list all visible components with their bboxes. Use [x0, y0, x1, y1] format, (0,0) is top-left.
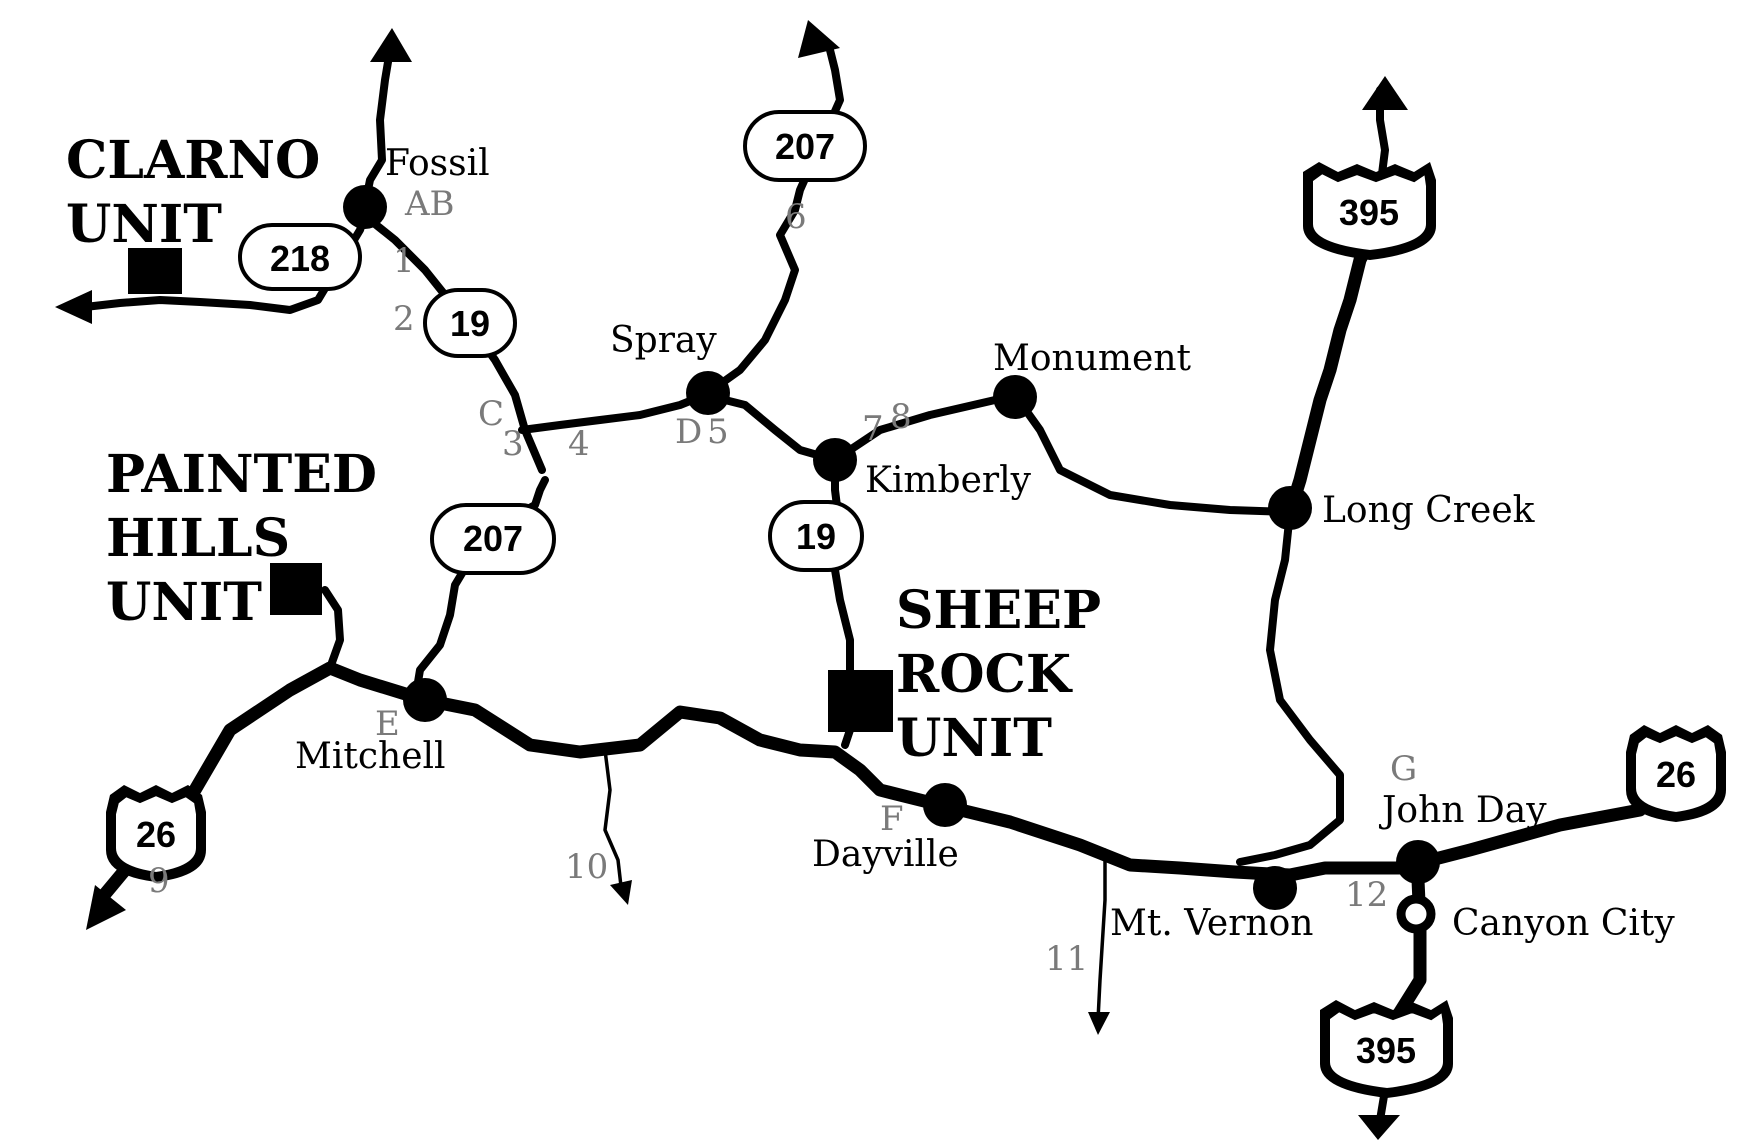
spur-11-road — [1096, 848, 1107, 1022]
arrow-southwest-us-26-icon — [86, 885, 126, 930]
sheep-rock-unit-square-icon — [828, 670, 893, 732]
fossil-label: Fossil — [385, 143, 490, 184]
town-markers — [343, 185, 1440, 934]
hwy-207-south-shield: 207 — [430, 503, 556, 575]
arrow-north-hwy-19-icon — [370, 28, 412, 62]
hwy-207-north-label: 207 — [775, 126, 835, 167]
painted-hills-spur-road — [321, 586, 344, 672]
marker-9: 9 — [148, 861, 170, 901]
long-creek-to-mt-vernon-road — [1236, 508, 1344, 866]
us-395-north-shield: 395 — [1303, 162, 1436, 260]
john-day-label: John Day — [1378, 790, 1547, 831]
monument-label: Monument — [993, 338, 1192, 379]
marker-4: 4 — [568, 424, 590, 464]
hwy-218-label: 218 — [270, 238, 330, 279]
town-labels: Fossil Spray Monument Kimberly Long Cree… — [295, 143, 1675, 944]
hwy-19-north-from-fossil-road — [361, 46, 394, 209]
kimberly-label: Kimberly — [865, 460, 1032, 501]
mitchell-dot-icon — [403, 678, 447, 722]
hwy-19-north-label: 19 — [450, 303, 490, 344]
marker-5: 5 — [707, 412, 729, 452]
marker-f: F — [880, 799, 904, 839]
marker-8: 8 — [890, 397, 912, 437]
marker-c: C — [478, 394, 504, 434]
us-26-west-label: 26 — [136, 814, 176, 855]
sheep-rock-unit-label-line-2: ROCK — [896, 644, 1073, 705]
kimberly-dot-icon — [813, 438, 857, 482]
sheep-rock-unit-label-line-1: SHEEP — [896, 580, 1101, 641]
clarno-unit-label-line-1: CLARNO — [66, 130, 320, 191]
monument-to-long-creek-road — [1011, 391, 1294, 516]
john-day-dot-icon — [1396, 840, 1440, 884]
marker-g: G — [1390, 749, 1417, 789]
spray-to-kimberly-road — [701, 391, 839, 464]
marker-11: 11 — [1045, 939, 1088, 979]
painted-hills-unit-label-line-3: UNIT — [106, 572, 262, 633]
hwy-207-north-shield: 207 — [743, 110, 867, 182]
marker-3: 3 — [502, 424, 524, 464]
mt-vernon-dot-icon — [1253, 866, 1297, 910]
us-395-south-label: 395 — [1356, 1030, 1416, 1071]
clarno-unit-label-line-2: UNIT — [66, 194, 222, 255]
us-highway-shields: 395 395 26 26 — [106, 162, 1726, 1098]
arrow-south-us-395-icon — [1358, 1115, 1400, 1140]
junction-to-spray-road — [518, 391, 709, 434]
spray-label: Spray — [610, 320, 717, 361]
hwy-218-shield: 218 — [238, 223, 362, 291]
hwy-207-south-label: 207 — [463, 518, 523, 559]
long-creek-dot-icon — [1268, 486, 1312, 530]
arrow-south-spur-11-icon — [1088, 1012, 1110, 1035]
unit-labels: CLARNO UNIT PAINTED HILLS UNIT SHEEP ROC… — [66, 130, 1101, 769]
dayville-dot-icon — [923, 783, 967, 827]
us-395-south-shield: 395 — [1320, 1000, 1453, 1098]
monument-dot-icon — [993, 375, 1037, 419]
stop-markers: AB 1 2 C 3 4 D 5 6 7 8 E 9 10 F 11 G 12 — [148, 184, 1417, 979]
mitchell-label: Mitchell — [295, 736, 446, 777]
marker-ab: AB — [404, 184, 455, 224]
painted-hills-unit-label-line-2: HILLS — [106, 508, 290, 569]
hwy-19-north-shield: 19 — [423, 288, 517, 358]
long-creek-label: Long Creek — [1322, 490, 1536, 531]
painted-hills-unit-label-line-1: PAINTED — [106, 444, 377, 505]
us-26-east-label: 26 — [1656, 754, 1696, 795]
spray-dot-icon — [686, 371, 730, 415]
dayville-label: Dayville — [812, 834, 959, 875]
fossil-dot-icon — [343, 185, 387, 229]
sheep-rock-unit-label-line-3: UNIT — [896, 708, 1052, 769]
hwy-19-south-label: 19 — [796, 516, 836, 557]
spur-10-road — [603, 748, 624, 897]
painted-hills-unit-square-icon — [270, 563, 322, 615]
marker-e: E — [375, 704, 400, 744]
hwy-19-south-shield: 19 — [768, 500, 864, 572]
arrow-north-hwy-207-icon — [798, 20, 840, 58]
marker-6: 6 — [785, 197, 807, 237]
marker-10: 10 — [565, 847, 608, 887]
arrow-north-us-395-icon — [1362, 76, 1408, 110]
clarno-unit-square-icon — [128, 248, 182, 294]
us-395-north-label: 395 — [1339, 192, 1399, 233]
hwy-207-north-road — [701, 46, 844, 399]
us-395-north-road — [1283, 233, 1377, 519]
arrow-south-spur-10-icon — [610, 880, 632, 905]
marker-1: 1 — [393, 241, 415, 281]
arrow-west-hwy-218-icon — [55, 290, 92, 324]
mt-vernon-label: Mt. Vernon — [1110, 903, 1313, 944]
direction-arrows — [55, 20, 1408, 1140]
us-26-east-shield: 26 — [1626, 725, 1726, 822]
marker-d: D — [675, 412, 702, 452]
state-highway-shields: 218 19 207 207 19 — [238, 110, 867, 575]
canyon-city-dot-icon — [1396, 894, 1436, 934]
unit-markers — [128, 248, 893, 732]
canyon-city-label: Canyon City — [1452, 903, 1675, 944]
marker-12: 12 — [1345, 875, 1388, 915]
marker-2: 2 — [393, 299, 415, 339]
marker-7: 7 — [862, 409, 884, 449]
us-26-west-shield: 26 — [106, 785, 206, 882]
